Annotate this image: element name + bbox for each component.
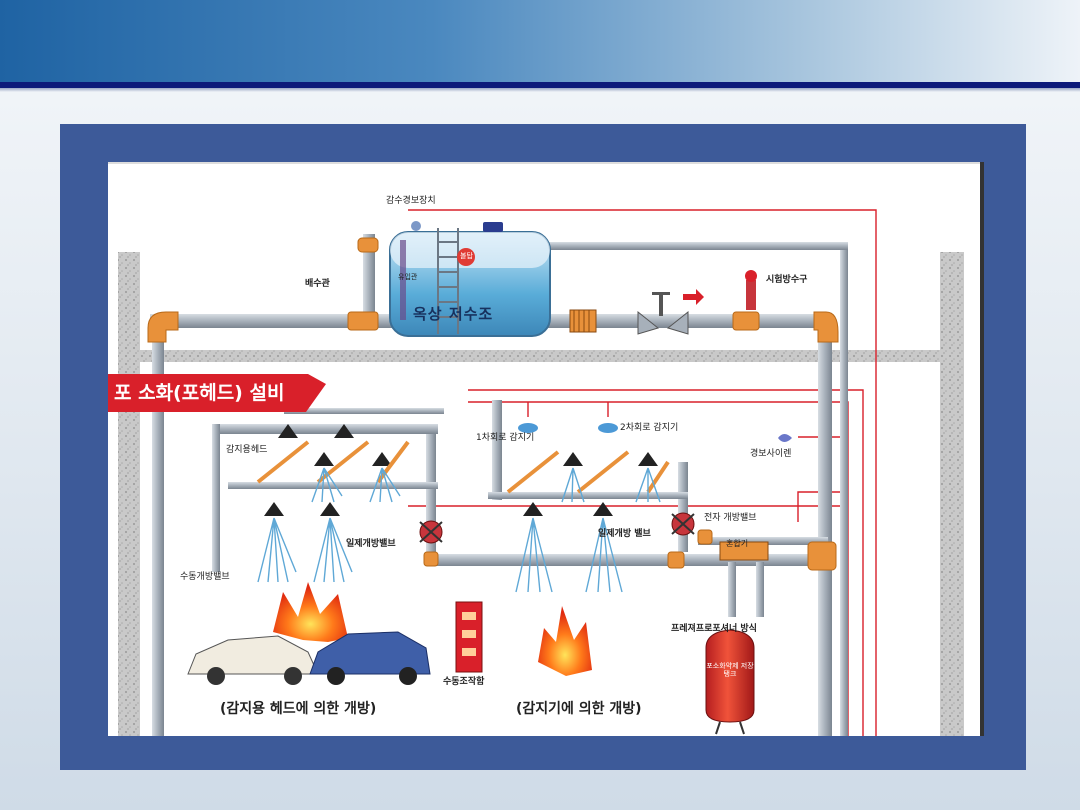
header-shadow [0,88,1080,92]
rooftop-tank [389,221,551,337]
deluge-valve-right [671,512,695,536]
branch-piping [228,408,688,499]
label-alarm-siren: 경보사이렌 [750,449,792,459]
proportioner [719,541,769,561]
panel-top-edge [108,162,984,164]
label-float-valve: 볼탑 [460,252,473,260]
label-proportioner: 혼합기 [726,539,749,548]
left-wall [118,252,140,736]
fire-right [538,606,592,676]
foam-concentrate-tank [705,629,755,735]
right-wall [940,252,964,736]
roof-slab [140,350,940,362]
foam-heads [264,424,658,516]
header-bar [0,0,1080,82]
label-sensing-head: 감지용헤드 [226,445,268,455]
panel-right-edge [980,162,984,736]
tank-label: 옥상 저수조 [413,305,494,323]
label-manual-box: 수동조작함 [443,677,485,687]
car-blue [309,631,431,685]
label-pressure-proportioner: 프레져프로포셔너 방식 [671,624,757,634]
label-detector-2: 2차회로 감지기 [620,423,679,433]
title-banner-shape [108,374,326,412]
caption-right: (감지기에 의한 개방) [516,701,642,717]
diagram-panel: 포 소화(포헤드) 설비 옥상 저수조 감수경보장치 배수관 볼탑 유입관 시험… [108,162,984,736]
label-manual-valve: 수동개방밸브 [180,572,230,582]
label-test-drain: 시험방수구 [766,275,808,285]
gate-valve [637,289,704,335]
header-rule [0,82,1080,88]
main-piping [150,234,848,736]
car-white [187,635,319,685]
detectors [518,423,792,442]
label-inflow-pipe: 유입관 [398,273,418,281]
label-deluge-valve-left: 일제개방밸브 [346,539,396,549]
manual-control-box [455,601,483,673]
title-banner: 포 소화(포헤드) 설비 [114,382,285,404]
label-foam-tank: 포소화약제 저장탱크 [706,662,754,679]
test-drain-valve [745,270,757,310]
flex-coupling [569,309,597,333]
label-deluge-valve-right: 일제개방 밸브 [598,529,651,539]
spray-patterns [257,467,661,593]
deluge-valve-left [419,520,443,544]
label-solenoid-valve: 전자 개방밸브 [704,513,757,523]
label-drain-pipe: 배수관 [305,279,330,289]
caption-left: (감지용 헤드에 의한 개방) [220,701,377,717]
diagram-svg [108,162,984,736]
pipe-fittings [147,237,839,571]
label-water-alarm: 감수경보장치 [386,196,436,206]
fire-left [273,582,348,642]
label-detector-1: 1차회로 감지기 [476,433,535,443]
